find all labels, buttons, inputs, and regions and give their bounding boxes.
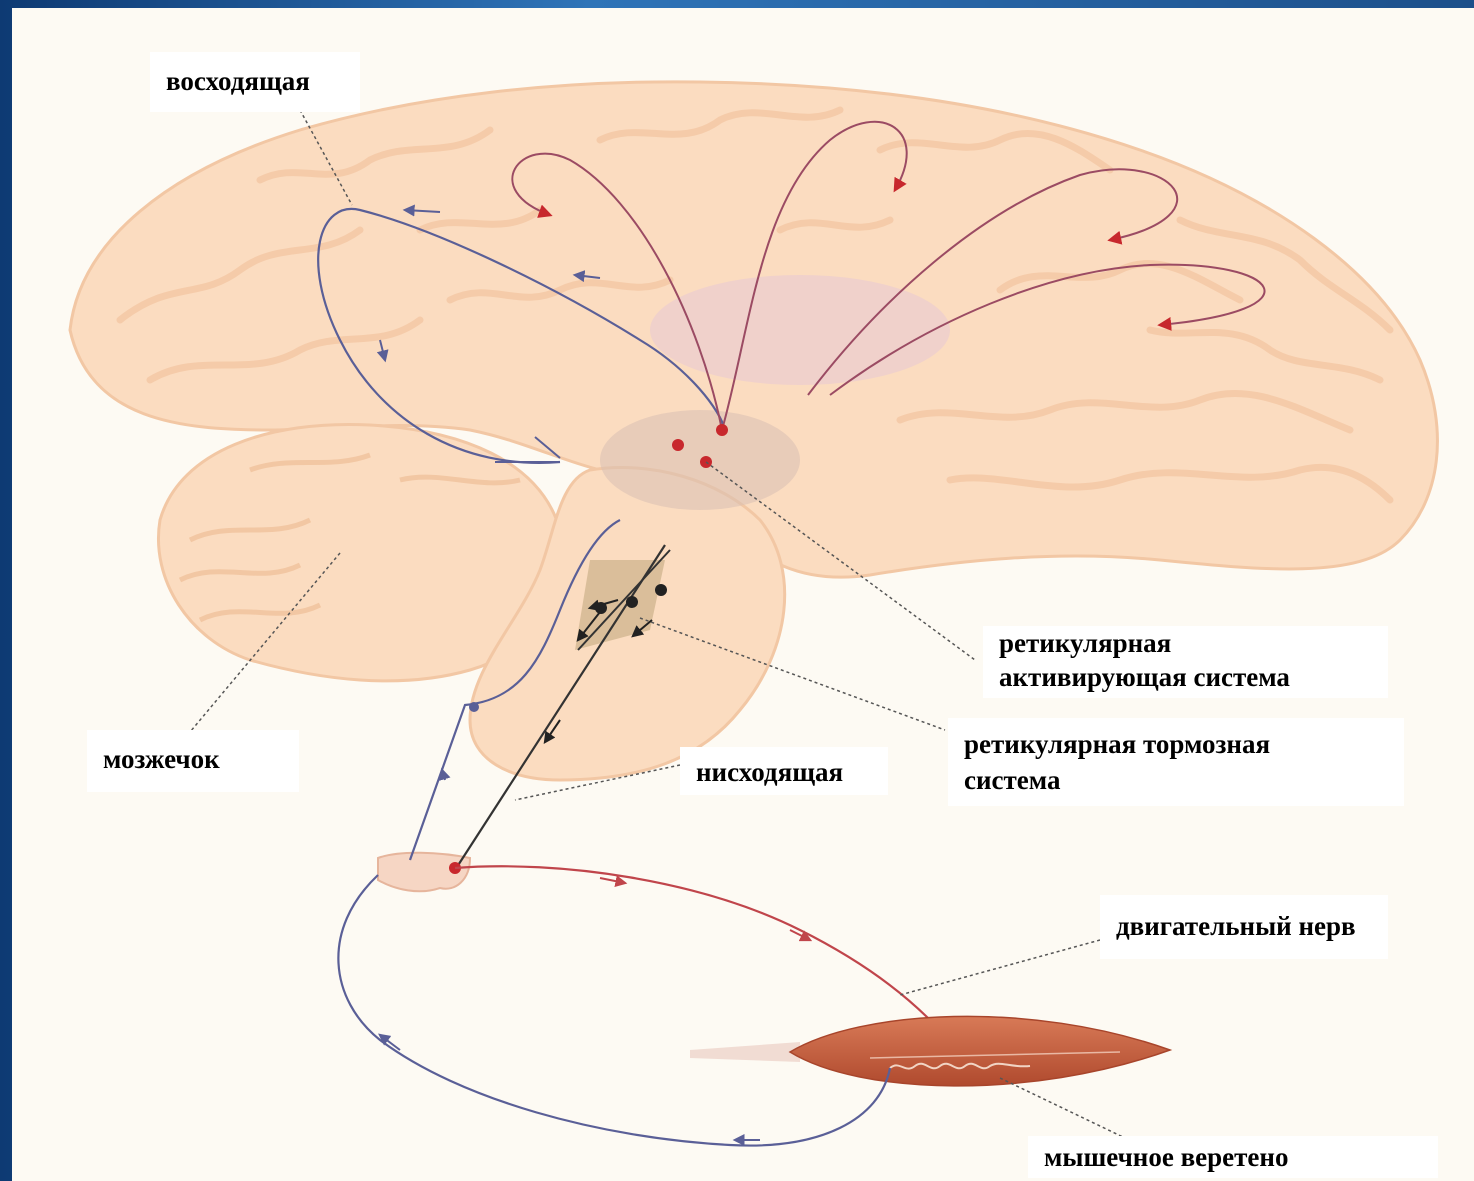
motor-nerve-arrow-1 <box>600 878 625 883</box>
label-motor-nerve: двигательный нерв <box>1100 895 1388 959</box>
motor-nerve-path <box>455 866 930 1020</box>
label-reticular-activating-line2: активирующая система <box>999 660 1372 694</box>
muscle-belly <box>790 1016 1170 1086</box>
label-cerebellum: мозжечок <box>87 730 299 792</box>
muscle-tendon-left <box>690 1042 800 1062</box>
label-reticular-inhibitory: ретикулярная тормозная система <box>948 718 1404 806</box>
label-ascending: восходящая <box>150 52 360 112</box>
reticular-nucleus-2 <box>716 424 728 436</box>
label-muscle-spindle: мышечное веретено <box>1028 1136 1438 1178</box>
ascending-spinal-arrow <box>442 770 445 780</box>
label-reticular-inhibitory-line2: система <box>964 762 1388 798</box>
ascending-relay-dot <box>469 702 479 712</box>
sensory-afferent-loop <box>338 875 890 1146</box>
label-reticular-activating: ретикулярная активирующая система <box>983 626 1388 698</box>
label-reticular-inhibitory-line1: ретикулярная тормозная <box>964 726 1388 762</box>
thalamus-shading <box>650 275 950 385</box>
label-reticular-activating-line1: ретикулярная <box>999 626 1372 660</box>
reticular-nucleus-1 <box>672 439 684 451</box>
reticular-formation-shading <box>600 410 800 510</box>
motor-nerve-arrow-2 <box>790 930 810 940</box>
label-descending: нисходящая <box>680 747 888 795</box>
